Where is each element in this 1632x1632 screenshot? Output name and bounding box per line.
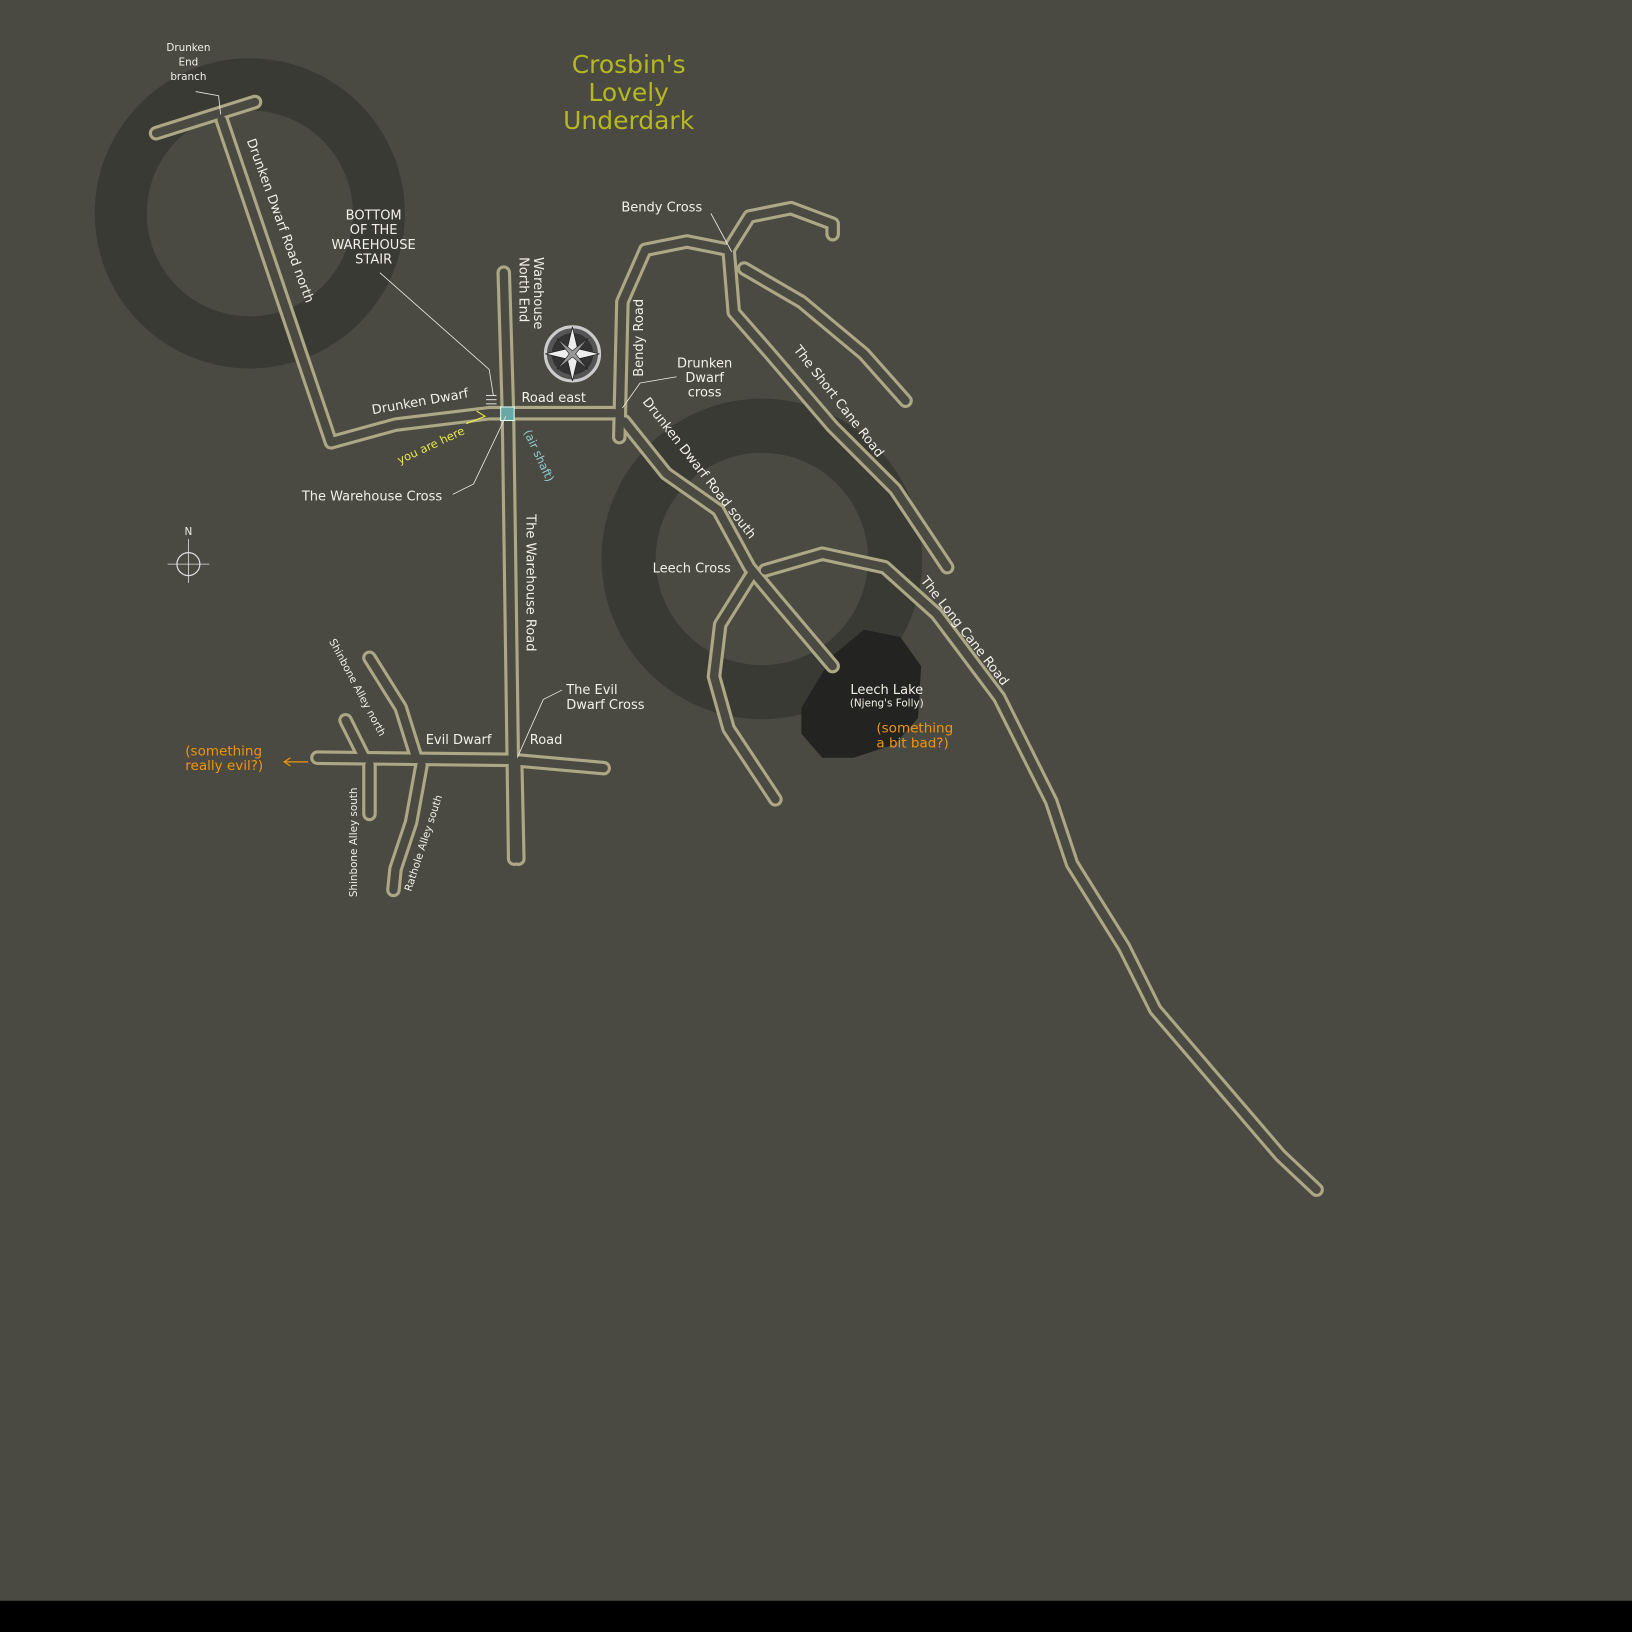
map-title: Crosbin's Lovely Underdark: [563, 50, 695, 135]
label-bottom-stair: WAREHOUSE: [332, 238, 416, 253]
label-road: Road: [530, 733, 563, 748]
label-warehouse-cross: The Warehouse Cross: [301, 490, 443, 505]
title-line: Underdark: [563, 106, 695, 135]
title-line: Crosbin's: [572, 50, 686, 79]
label-road-east: Road east: [521, 391, 586, 406]
label-warehouse-road: The Warehouse Road: [523, 513, 538, 651]
label-drunken-dwarf-cross: Drunken: [677, 356, 732, 371]
title-line: Lovely: [588, 78, 669, 107]
label-drunken-end-branch: End: [179, 57, 199, 69]
label-something-bad: a bit bad?): [876, 735, 948, 751]
label-warehouse-north-end: North End: [515, 257, 530, 322]
label-bottom-stair: BOTTOM: [346, 209, 402, 224]
label-warehouse-north-end: Warehouse: [530, 257, 545, 329]
west-arrow-icon: [283, 757, 309, 767]
label-evil-dwarf: Evil Dwarf: [426, 733, 492, 748]
label-drunken-end-branch: branch: [170, 71, 206, 83]
label-shinbone-south: Shinbone Alley south: [348, 788, 360, 898]
bottom-bar: [0, 1600, 1632, 1632]
label-leech-cross: Leech Cross: [653, 561, 731, 576]
label-drunken-dwarf-cross: cross: [688, 386, 722, 401]
north-label: N: [184, 526, 192, 538]
label-bendy-road: Bendy Road: [632, 299, 647, 377]
label-something-evil: really evil?): [185, 758, 263, 774]
label-bottom-stair: STAIR: [355, 252, 392, 267]
label-evil-dwarf-cross: The Evil: [565, 683, 617, 698]
label-drunken-end-branch: Drunken: [166, 42, 210, 54]
label-something-evil: (something: [185, 744, 262, 760]
north-marker-icon: N: [167, 526, 210, 583]
label-drunken-dwarf-cross: Dwarf: [685, 371, 724, 386]
label-bottom-stair: OF THE: [350, 223, 398, 238]
label-bendy-cross: Bendy Cross: [621, 200, 702, 215]
label-something-bad: (something: [876, 721, 953, 737]
shadow-ring-north: [94, 58, 405, 369]
you-are-here-marker[interactable]: [500, 406, 515, 422]
shadow-ring-east: [601, 398, 923, 720]
label-njengs-folly: (Njeng's Folly): [850, 698, 924, 710]
label-evil-dwarf-cross: Dwarf Cross: [566, 698, 645, 713]
label-leech-lake: Leech Lake: [850, 683, 923, 698]
compass-rose-icon: [543, 325, 602, 383]
stair-icon: [486, 394, 497, 405]
